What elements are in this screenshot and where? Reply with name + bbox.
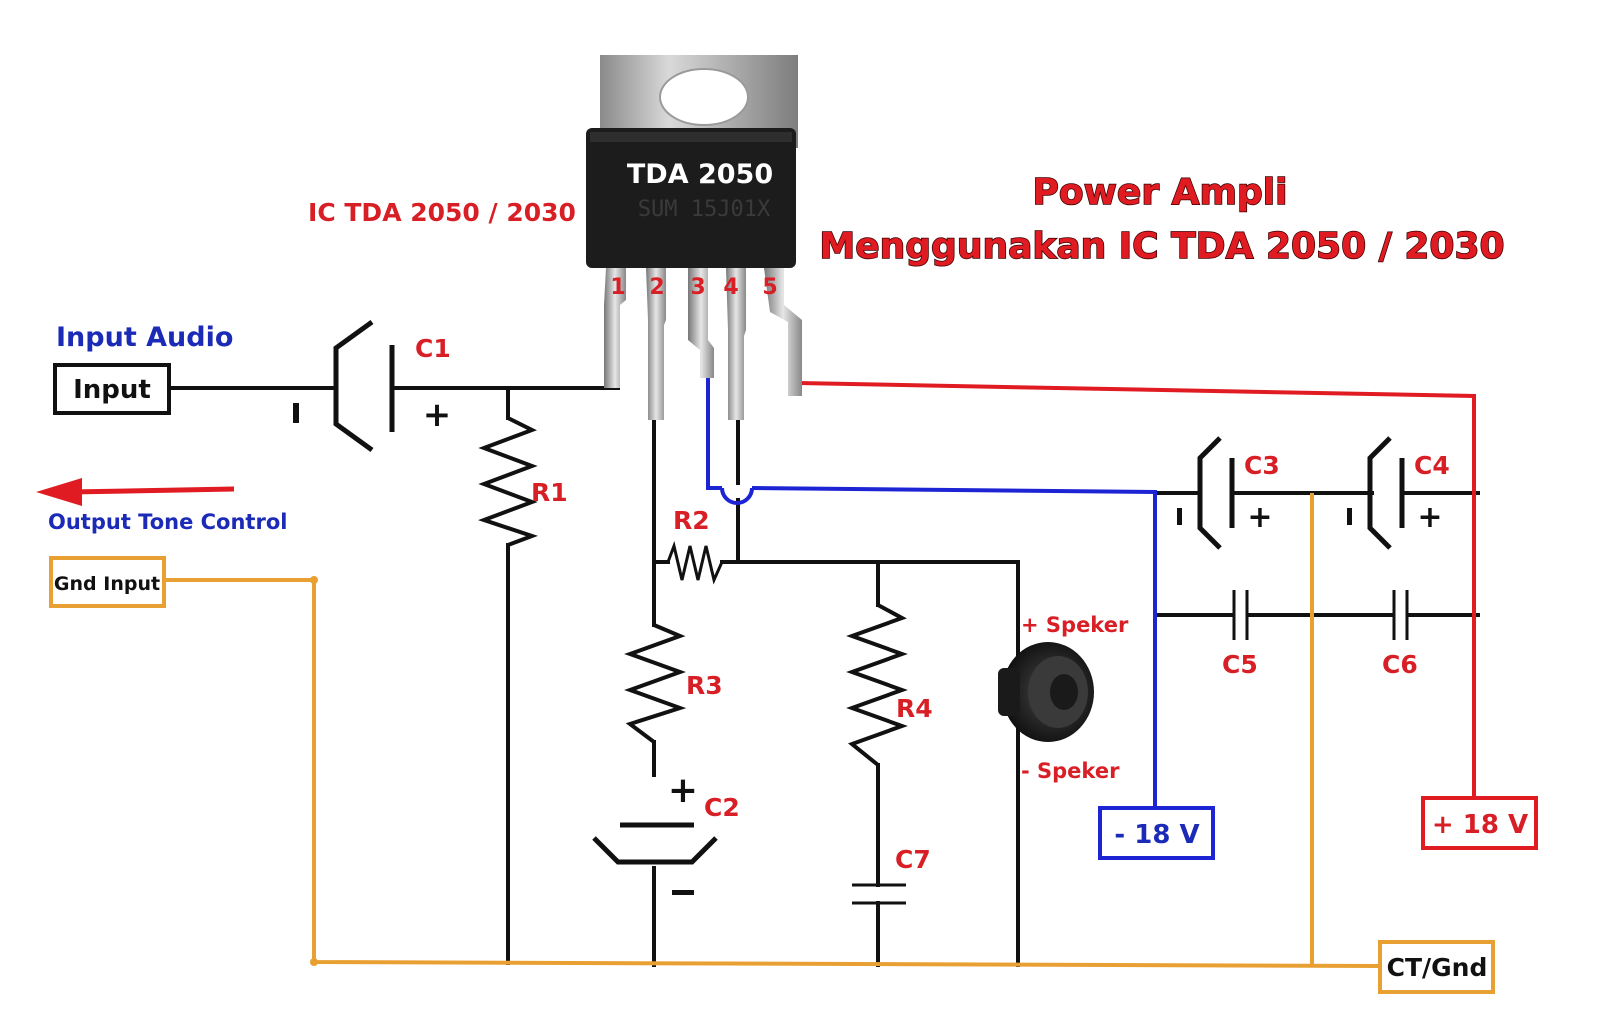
c3-plus: + xyxy=(1247,500,1272,535)
label-r2: R2 xyxy=(673,506,710,535)
label-r3: R3 xyxy=(686,671,723,700)
capacitor-c7 xyxy=(852,883,906,905)
c2-plus: + xyxy=(668,770,698,811)
capacitor-c1: + xyxy=(293,319,452,453)
label-c5: C5 xyxy=(1222,650,1258,679)
wires xyxy=(166,378,1480,968)
c4-plus: + xyxy=(1417,500,1442,535)
capacitor-c4: + xyxy=(1347,436,1443,550)
resistor-r1 xyxy=(478,416,538,547)
pos-18v-box xyxy=(1421,796,1538,850)
input-box xyxy=(53,363,171,415)
title-line-1: Power Ampli xyxy=(1033,172,1288,213)
gnd-input-label: Gnd Input xyxy=(54,573,160,595)
speaker-plus-label: + Speker xyxy=(1021,613,1129,637)
output-arrow-icon xyxy=(36,478,235,506)
ic-marking: TDA 2050 xyxy=(627,159,773,190)
pin-label-1: 1 xyxy=(610,275,625,300)
ic-code: SUM 15J01X xyxy=(638,197,771,222)
pos-18v-label: + 18 V xyxy=(1432,810,1528,840)
gnd-input-box xyxy=(49,556,166,608)
speaker-icon xyxy=(998,642,1094,742)
label-c1: C1 xyxy=(415,334,451,363)
input-audio-heading: Input Audio xyxy=(56,322,233,353)
pin-label-5: 5 xyxy=(762,275,777,300)
speaker-minus-label: - Speker xyxy=(1021,759,1120,783)
resistor-r4 xyxy=(846,603,908,767)
ic-legs xyxy=(604,268,802,420)
mounting-hole xyxy=(659,68,749,126)
title: Power Ampli Menggunakan IC TDA 2050 / 20… xyxy=(819,171,1506,268)
ic-label: IC TDA 2050 / 2030 xyxy=(308,198,576,227)
title-line-2: Menggunakan IC TDA 2050 / 2030 xyxy=(819,226,1504,267)
capacitor-c6 xyxy=(1392,590,1409,640)
label-c3: C3 xyxy=(1244,451,1280,480)
ct-gnd-label: CT/Gnd xyxy=(1387,953,1488,982)
neg-18v-box xyxy=(1098,806,1215,860)
c1-plus: + xyxy=(423,395,452,435)
pin-label-3: 3 xyxy=(690,275,705,300)
capacitor-c5 xyxy=(1232,590,1249,640)
output-tone-label: Output Tone Control xyxy=(48,510,287,534)
ct-gnd-box xyxy=(1378,940,1495,994)
ic-package: TDA 2050 SUM 15J01X 1 2 3 4 5 xyxy=(586,55,802,420)
resistor-r3 xyxy=(624,623,687,744)
label-c4: C4 xyxy=(1414,451,1450,480)
label-c6: C6 xyxy=(1382,650,1418,679)
capacitor-c2: + xyxy=(592,770,718,895)
label-r1: R1 xyxy=(531,478,568,507)
resistor-r2 xyxy=(666,540,724,585)
pin-label-2: 2 xyxy=(649,275,664,300)
label-r4: R4 xyxy=(896,694,933,723)
input-box-label: Input xyxy=(73,375,151,405)
ic-pin-labels: 1 2 3 4 5 xyxy=(610,275,777,300)
label-c7: C7 xyxy=(895,845,931,874)
neg-18v-label: - 18 V xyxy=(1114,820,1199,850)
pin-label-4: 4 xyxy=(723,275,738,300)
capacitor-c3: + xyxy=(1177,436,1273,550)
label-c2: C2 xyxy=(704,793,740,822)
